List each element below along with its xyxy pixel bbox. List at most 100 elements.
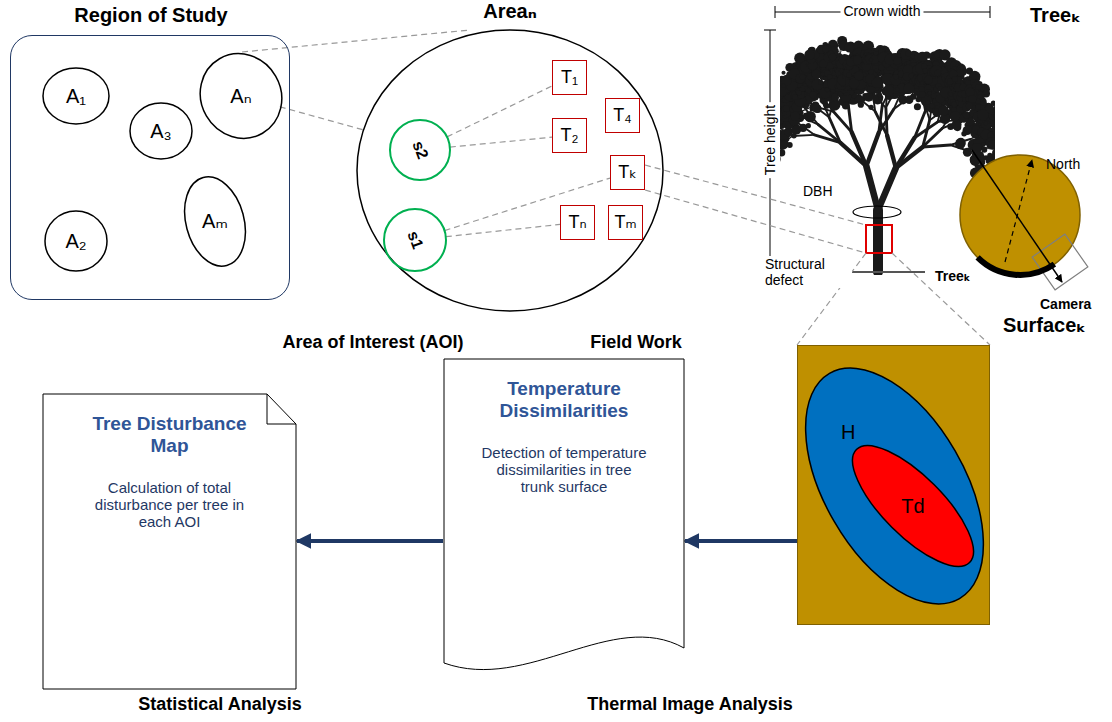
foliage (952, 101, 957, 106)
foliage (984, 121, 988, 125)
imaged-surface-arc (978, 257, 1055, 275)
dimension-tick (775, 6, 776, 18)
annotation-label: Treeₖ (935, 268, 971, 284)
area-detail-ellipse-shape (357, 30, 663, 311)
defect-zone-shape (835, 428, 991, 584)
foliage (963, 148, 972, 157)
tree-branch (829, 117, 840, 143)
node-body-text: Detection of temperature dissimilarities… (481, 444, 647, 496)
healthy-zone-shape (769, 338, 1020, 633)
region-box: Region of StudyA₁A₃AₙA₂Aₘ (10, 35, 290, 300)
foliage (835, 43, 839, 47)
foliage (869, 69, 874, 74)
foliage (780, 129, 781, 136)
area-ellipse-shape (45, 211, 107, 271)
foliage (785, 94, 791, 100)
area-ellipse: A₁ (41, 66, 111, 126)
foliage (900, 48, 912, 60)
zoom-line (645, 190, 866, 253)
tree-branch (852, 132, 867, 166)
dashed-leader (280, 107, 364, 130)
foliage (853, 55, 862, 64)
node-label: T₂ (561, 125, 579, 146)
area-ellipse-shape (43, 68, 109, 124)
flow-arrow (685, 539, 797, 543)
foliage (925, 100, 930, 105)
site-circle: s2 (388, 118, 452, 182)
node-label: Surfaceₖ (1003, 314, 1086, 337)
foliage (812, 104, 821, 113)
annotation-label: Thermal Image Analysis (587, 694, 792, 715)
foliage (783, 105, 789, 111)
area-ellipse: A₂ (43, 209, 109, 273)
foliage (858, 102, 864, 108)
area-ellipse: Aₙ (199, 51, 283, 141)
site-circle: s1 (382, 207, 448, 273)
foliage (806, 88, 811, 93)
annotation-label: Treeₖ (1030, 4, 1081, 27)
site-circle-shape (390, 120, 450, 180)
healthy-zone: HTd (803, 356, 986, 616)
foliage (903, 83, 914, 94)
annotation-label: Crown width (840, 3, 923, 19)
annotation-label: Statistical Analysis (138, 694, 301, 715)
foliage (827, 74, 832, 79)
zoom-line (892, 253, 990, 345)
area-ellipse: A₃ (128, 101, 194, 161)
foliage (791, 112, 800, 121)
defect-box (866, 225, 892, 253)
node-label: s2 (408, 138, 431, 161)
foliage (792, 94, 798, 100)
foliage (820, 88, 831, 99)
foliage (915, 63, 926, 74)
foliage (875, 68, 879, 72)
document-shape: Temperature DissimilaritiesDetection of … (443, 358, 685, 688)
foliage (938, 105, 949, 116)
foliage (970, 156, 980, 166)
foliage (991, 101, 995, 106)
node-label: T₁ (561, 67, 578, 88)
foliage (994, 112, 995, 121)
area-ellipse-shape (185, 39, 297, 153)
node-label: T₄ (613, 105, 631, 126)
annotation-label: Camera (1040, 296, 1091, 312)
foliage (878, 93, 883, 98)
foliage (952, 120, 962, 130)
foliage (988, 140, 995, 149)
foliage (950, 111, 960, 121)
defect-zone: Td (848, 441, 978, 571)
foliage (806, 123, 811, 128)
foliage (914, 103, 921, 110)
foliage (780, 153, 781, 164)
annotation-label: DBH (803, 183, 833, 199)
foliage (963, 111, 970, 118)
tree-branch (886, 108, 887, 136)
foliage (842, 102, 850, 110)
tree-branch (887, 135, 896, 168)
tree-branch (866, 166, 878, 210)
annotation-label: Area of Interest (AOI) (282, 332, 463, 353)
node-label: A₁ (66, 85, 86, 108)
page-fold (267, 394, 296, 424)
node-label: Tₙ (568, 212, 586, 233)
foliage (820, 76, 824, 80)
document-shape-outline (43, 394, 296, 689)
dashed-leader (447, 86, 552, 137)
annotation-label: Tree height (762, 102, 778, 178)
foliage (849, 90, 854, 95)
foliage (925, 89, 932, 96)
zoom-line (645, 165, 866, 225)
foliage (917, 52, 927, 62)
document-shape: Tree Disturbance MapCalculation of total… (42, 393, 297, 690)
foliage (883, 85, 894, 96)
foliage (822, 46, 829, 53)
annotation-label: Structural defect (762, 256, 852, 288)
node-body-text: Calculation of total disturbance per tre… (80, 479, 259, 531)
foliage (864, 92, 873, 101)
tree-box: Tₘ (608, 205, 643, 240)
camera-frame (1032, 234, 1088, 290)
dashed-leader (446, 224, 560, 236)
flow-arrow (297, 539, 443, 543)
foliage (844, 42, 854, 52)
